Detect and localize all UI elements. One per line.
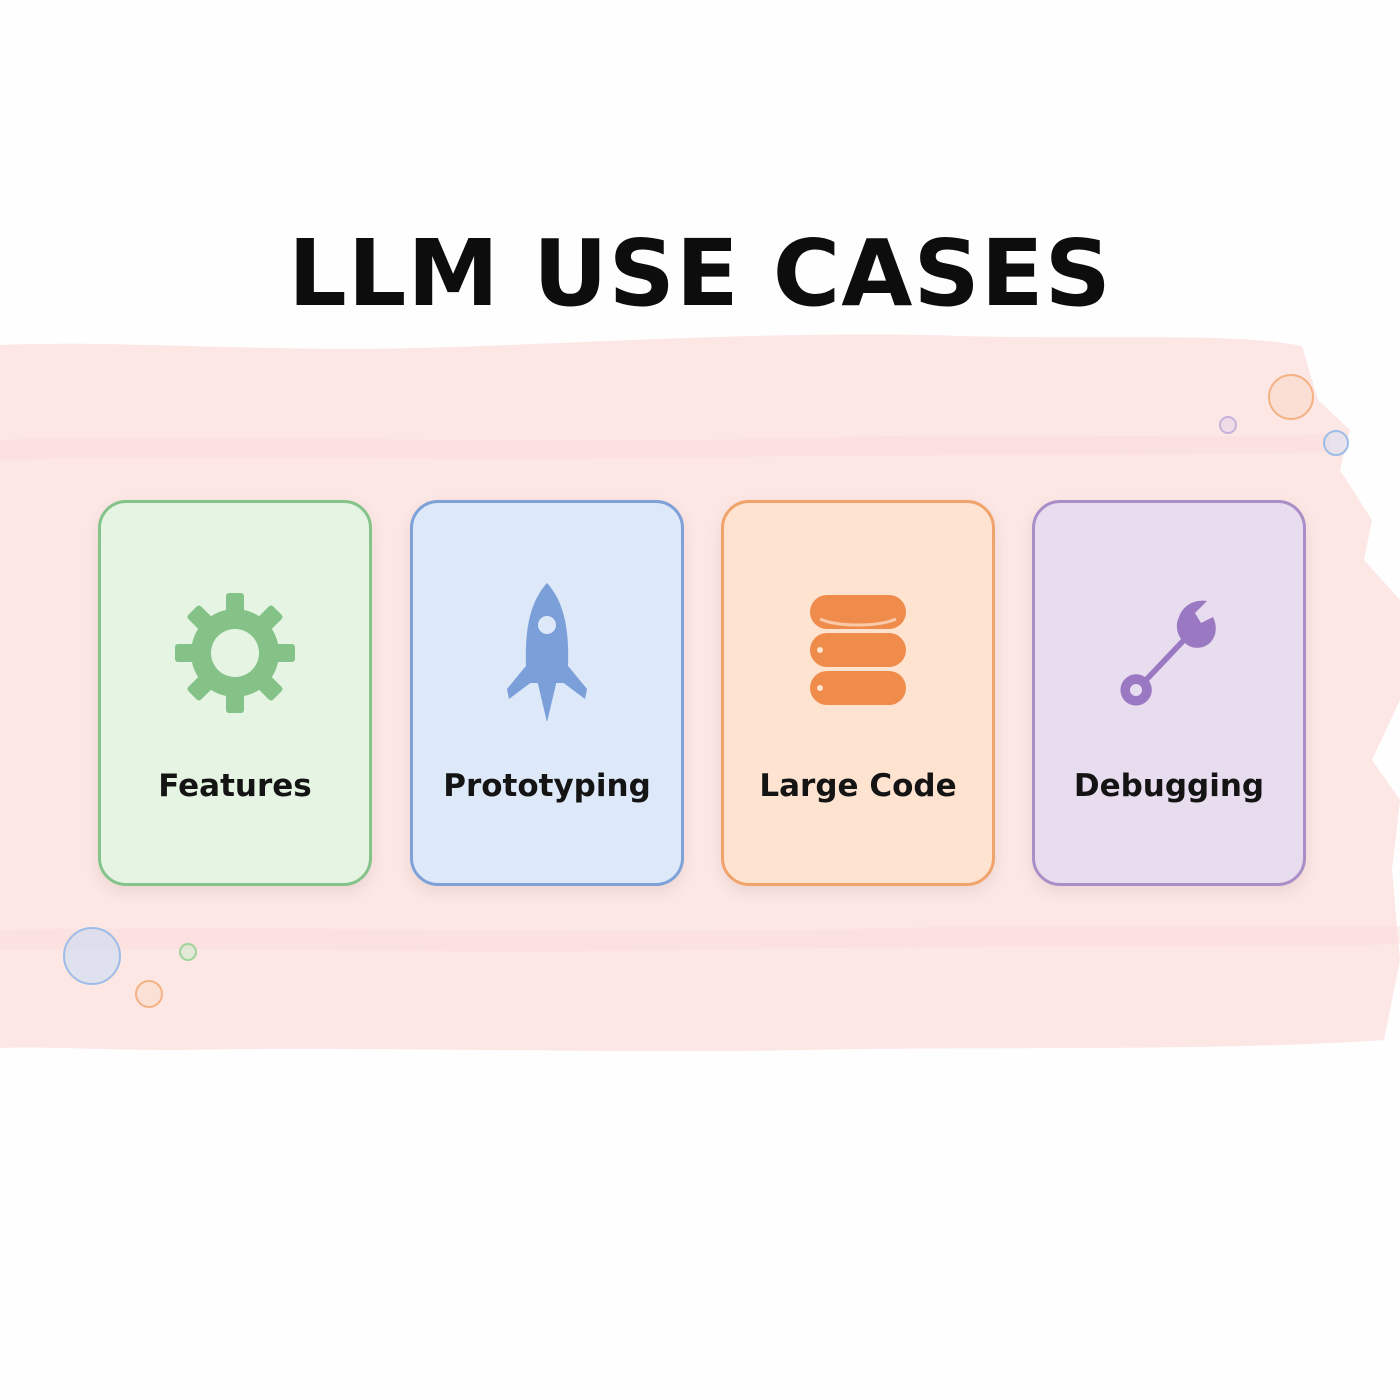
card-label: Large Code	[759, 768, 957, 804]
bubble-blue-small	[1323, 430, 1349, 456]
wrench-icon	[1120, 600, 1216, 706]
brush-streak	[0, 925, 1400, 952]
bubble-green-small	[179, 943, 197, 961]
card-debugging[interactable]: Debugging	[1032, 500, 1306, 886]
database-icon	[810, 595, 906, 705]
rocket-icon	[507, 583, 587, 721]
bubble-purple-small	[1219, 416, 1237, 434]
card-label: Prototyping	[443, 768, 651, 804]
card-features[interactable]: Features	[98, 500, 372, 886]
use-case-cards: Features Prototyping	[98, 500, 1308, 886]
page-title: LLM USE CASES	[288, 220, 1112, 327]
card-prototyping[interactable]: Prototyping	[410, 500, 684, 886]
bubble-orange-large	[1268, 374, 1314, 420]
card-label: Debugging	[1073, 768, 1265, 804]
bubble-orange-small	[135, 980, 163, 1008]
brush-streak	[0, 434, 1330, 460]
card-label: Features	[158, 768, 312, 804]
card-large-code[interactable]: Large Code	[721, 500, 995, 886]
gear-icon	[175, 593, 295, 713]
bubble-blue-large	[63, 927, 121, 985]
